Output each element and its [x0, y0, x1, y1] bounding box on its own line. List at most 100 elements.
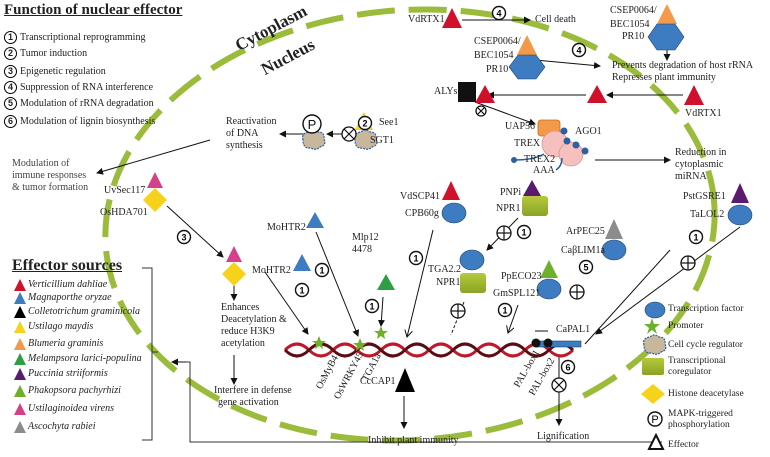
- prevents-label: Prevents degradation of host rRNA: [612, 60, 754, 71]
- transcription-factor-icon: [644, 301, 666, 319]
- pstgsre1-effector: [731, 183, 749, 203]
- effector-triangle-icon: [14, 338, 26, 350]
- vdrtx1-effector: [442, 8, 462, 28]
- csep-effector-b: [657, 4, 677, 24]
- effector-triangle-icon: [14, 279, 26, 291]
- aaa-label: AAA: [533, 165, 555, 176]
- vdrtx1-right: [684, 85, 704, 105]
- function-badge-1: 1: [516, 224, 532, 240]
- function-badge-1: 1: [408, 250, 424, 266]
- sources-title: Effector sources: [12, 257, 123, 274]
- pstgsre1-label: PstGSRE1: [683, 191, 726, 202]
- function-badge-1: 1: [364, 298, 380, 314]
- reduction-label-1: Reduction in: [675, 147, 727, 158]
- source-item: Ustilaginoidea virens: [14, 403, 114, 415]
- source-label: Blumeria graminis: [28, 338, 104, 349]
- effector-triangle-icon: [14, 403, 26, 415]
- legend-coregulator: Transcriptional coregulator: [668, 356, 726, 377]
- mohtr2-effector-b: [293, 254, 311, 271]
- uvsec117-effector: [147, 172, 163, 188]
- function-badge-1: 1: [314, 262, 330, 278]
- svg-text:1: 1: [369, 302, 374, 312]
- source-item: Ustilago maydis: [14, 321, 93, 333]
- function-badge-1: 1: [497, 302, 513, 318]
- dna-helix: [283, 342, 575, 358]
- function-badge-5: 5: [578, 259, 594, 275]
- tga22-tf: [459, 249, 485, 271]
- ppeco23-effector: [540, 260, 558, 278]
- reactivation-label-1: Reactivation: [226, 116, 277, 127]
- alys-label: ALYs: [434, 86, 458, 97]
- source-item: Phakopsora pachyrhizi: [14, 385, 121, 397]
- talol2-label: TaLOL2: [690, 209, 725, 220]
- reduction-label-2: cytoplasmic: [675, 159, 724, 170]
- mohtr2-label-b: MoHTR2: [252, 265, 291, 276]
- alys-box: [458, 82, 476, 102]
- vdrtx1-mid: [587, 85, 607, 103]
- bec-label-a: BEC1054: [474, 50, 514, 61]
- cell-cycle-regulator-a: [302, 129, 326, 150]
- vdrtx1-right-label: VdRTX1: [685, 108, 722, 119]
- legend-effector: Effector: [668, 440, 699, 450]
- svg-text:1: 1: [693, 233, 698, 243]
- cell-death-label: Cell death: [535, 14, 576, 25]
- legend-cell-cycle: Cell cycle regulator: [668, 340, 743, 350]
- promoter-star-icon: [353, 338, 367, 351]
- enhances-label-4: acetylation: [221, 338, 265, 349]
- source-label: Phakopsora pachyrhizi: [28, 385, 121, 396]
- modulation-label-1: Modulation of: [12, 158, 70, 169]
- legend-histone-deacetylase: Histone deacetylase: [668, 389, 744, 399]
- function-badge-4: 4: [571, 42, 587, 58]
- legend-transcription-factor: Transcription factor: [668, 304, 744, 314]
- legend-promoter: Promoter: [668, 321, 704, 331]
- sgt1-label: SGT1: [370, 135, 394, 146]
- source-item: Blumeria graminis: [14, 338, 103, 350]
- modulation-label-3: & tumor formation: [12, 182, 89, 193]
- vdrtx1-label: VdRTX1: [408, 14, 445, 25]
- mohtr2-label-a: MoHTR2: [267, 222, 306, 233]
- interfere-label-1: Interfere in defense: [214, 385, 292, 396]
- source-item: Verticillium dahliae: [14, 279, 107, 291]
- source-item: Magnaporthe oryzae: [14, 292, 112, 304]
- effector-triangle-icon: [14, 321, 26, 333]
- phosphorylation-icon: [302, 114, 322, 134]
- capal1-label: CaPAL1: [556, 324, 591, 335]
- arpec25-effector: [605, 219, 623, 239]
- reactivation-label-3: synthesis: [226, 140, 263, 151]
- coregulator-icon: [642, 358, 664, 375]
- pnpi-effector: [523, 180, 541, 196]
- effector-triangle-icon: [14, 353, 26, 365]
- see1-label: See1: [379, 117, 399, 128]
- source-label: Verticillium dahliae: [28, 279, 108, 290]
- svg-text:4: 4: [496, 9, 501, 19]
- svg-text:1: 1: [502, 306, 507, 316]
- oshda701-label: OsHDA701: [100, 207, 148, 218]
- source-label: Ustilago maydis: [28, 321, 94, 332]
- vdscp41-effector: [442, 181, 460, 200]
- hdac-nucleus-diamond: [222, 262, 246, 286]
- svg-text:6: 6: [565, 363, 570, 373]
- sources-bracket: [142, 267, 158, 441]
- cell-cycle-regulator-icon: [643, 334, 667, 355]
- ppeco23-label: PpECO23: [501, 271, 542, 282]
- source-label: Ascochyta rabiei: [28, 421, 96, 432]
- ago1-label: AGO1: [575, 126, 602, 137]
- effector-triangle-icon: [14, 421, 26, 433]
- svg-text:1: 1: [413, 254, 418, 264]
- calim1a-tf: [601, 239, 627, 261]
- npr1-label-a: NPR1: [496, 203, 521, 214]
- function-badge-1: 1: [688, 229, 704, 245]
- pnpi-label: PNPi: [500, 187, 522, 198]
- enhances-label-1: Enhances: [221, 302, 260, 313]
- functions-title: Function of nuclear effector: [4, 2, 183, 18]
- function-badge-2: 2: [357, 115, 373, 131]
- alys-effector: [475, 85, 495, 103]
- svg-text:1: 1: [521, 228, 526, 238]
- csep-label-b: CSEP0064/: [610, 5, 657, 16]
